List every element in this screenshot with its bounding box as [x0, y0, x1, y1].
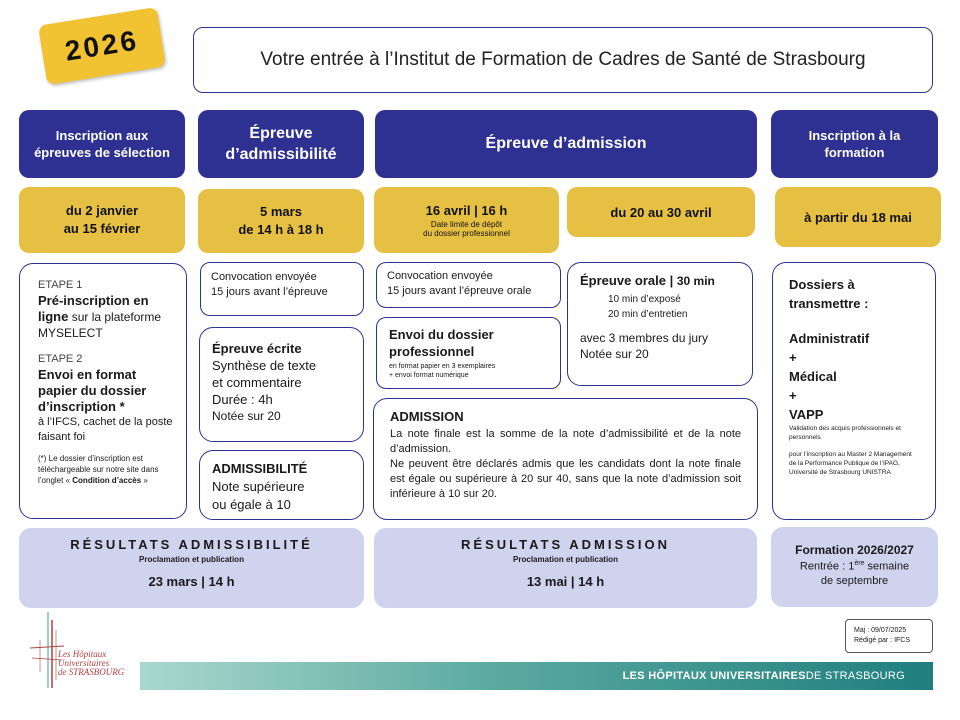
maj-box: Maj : 09/07/2025 Rédigé par : IFCS — [845, 619, 933, 653]
dossier-pro-sub2: + envoi format numérique — [389, 372, 469, 379]
rentree-sup: ère — [854, 560, 865, 567]
etape-note: (*) Le dossier d’inscription est télécha… — [38, 454, 159, 485]
date-depot: 16 avril | 16 h Date limite de dépôt du … — [374, 187, 559, 253]
resultats-admission-sub: Proclamation et publication — [513, 555, 618, 564]
formation-box: Formation 2026/2027 Rentrée : 1ère semai… — [771, 527, 938, 607]
epreuve-orale-duration: 30 min — [676, 274, 715, 288]
etapes-card: ETAPE 1 Pré-inscription en ligne sur la … — [19, 263, 187, 519]
oral-jury: avec 3 membres du jury — [580, 331, 709, 345]
rentree-post: semaine — [864, 560, 910, 573]
hus-logo: Les Hôpitaux Universitaires de STRASBOUR… — [26, 610, 126, 695]
rentree-text: Rentrée : 1 — [799, 560, 855, 573]
admissibilite-card: ADMISSIBILITÉ Note supérieure ou égale à… — [199, 450, 364, 520]
convocation-oral-line1: Convocation envoyée — [387, 270, 493, 282]
vapp-note: Validation des acquis professionnels et … — [789, 425, 901, 441]
dossier-item-plus-1: + — [789, 350, 797, 365]
epreuve-orale-title: Épreuve orale | — [580, 273, 674, 288]
convocation-admissibilite-line2: 15 jours avant l’épreuve — [211, 286, 328, 298]
header-admissibilite: Épreuve d’admissibilité — [198, 110, 364, 178]
etape2-text: à l’IFCS, cachet de la poste faisant foi — [38, 416, 173, 443]
date-inscription-line2: au 15 février — [63, 221, 141, 236]
oral-expose: 10 min d’exposé — [608, 294, 681, 305]
epreuve-ecrite-line2: et commentaire — [212, 375, 302, 390]
admissibilite-line1: Note supérieure — [212, 479, 305, 494]
admission-p1: La note finale est la somme de la note d… — [390, 428, 741, 455]
admission-title: ADMISSION — [390, 409, 464, 424]
oral-note: Notée sur 20 — [580, 347, 649, 361]
date-admissibilite-line2: de 14 h à 18 h — [238, 222, 324, 237]
logo-text-1: Les Hôpitaux — [58, 649, 107, 659]
convocation-oral-line2: 15 jours avant l’épreuve orale — [387, 285, 532, 297]
date-formation-text: à partir du 18 mai — [804, 209, 912, 225]
page-title: Votre entrée à l’Institut de Formation d… — [193, 27, 933, 93]
admission-p2: Ne peuvent être déclarés admis que les c… — [390, 458, 741, 500]
resultats-admissibilite-sub: Proclamation et publication — [139, 555, 244, 564]
dossiers-card: Dossiers à transmettre : Administratif +… — [772, 262, 936, 520]
footer-bold: LES HÔPITAUX UNIVERSITAIRES — [622, 670, 806, 682]
date-formation: à partir du 18 mai — [775, 187, 941, 247]
admission-card: ADMISSION La note finale est la somme de… — [373, 398, 758, 520]
dossier-pro-title: Envoi du dossier professionnel — [389, 327, 494, 359]
resultats-admissibilite-date: 23 mars | 14 h — [148, 574, 235, 589]
date-inscription: du 2 janvier au 15 février — [19, 187, 185, 253]
footer-bar: LES HÔPITAUX UNIVERSITAIRES DE STRASBOUR… — [140, 662, 933, 690]
resultats-admission: RÉSULTATS ADMISSION Proclamation et publ… — [374, 528, 757, 608]
date-depot-sub1: Date limite de dépôt — [430, 219, 503, 229]
etape1-text: sur la plateforme MYSELECT — [38, 310, 162, 340]
logo-text-2: Universitaires — [58, 658, 110, 668]
etape2-label: ETAPE 2 — [38, 353, 83, 365]
date-oral: du 20 au 30 avril — [567, 187, 755, 237]
date-inscription-line1: du 2 janvier — [65, 203, 139, 218]
etape2-title: Envoi en format papier du dossier d’insc… — [38, 367, 147, 414]
header-inscription-formation: Inscription à la formation — [771, 110, 938, 178]
convocation-oral: Convocation envoyée 15 jours avant l’épr… — [376, 262, 561, 308]
hus-logo-icon — [29, 612, 65, 688]
convocation-admissibilite: Convocation envoyée 15 jours avant l’épr… — [200, 262, 364, 316]
epreuve-ecrite-line3: Durée : 4h — [212, 392, 273, 407]
date-depot-main: 16 avril | 16 h — [425, 202, 508, 218]
dossier-item-medical: Médical — [789, 369, 837, 384]
date-depot-sub2: du dossier professionnel — [423, 228, 510, 238]
epreuve-ecrite-card: Épreuve écrite Synthèse de texte et comm… — [199, 327, 364, 442]
date-admissibilite-line1: 5 mars — [260, 204, 302, 219]
date-admissibilite: 5 mars de 14 h à 18 h — [198, 189, 364, 253]
oral-entretien: 20 min d’entretien — [608, 309, 688, 320]
rentree-line2: de septembre — [820, 574, 889, 587]
dossier-pro-card: Envoi du dossier professionnel en format… — [376, 317, 561, 389]
epreuve-ecrite-line1: Synthèse de texte — [212, 358, 317, 373]
header-inscription-epreuves: Inscription aux épreuves de sélection — [19, 110, 185, 178]
header-admission: Épreuve d’admission — [375, 110, 757, 178]
dossier-item-plus-2: + — [789, 388, 797, 403]
epreuve-orale-card: Épreuve orale | 30 min 10 min d’exposé 2… — [567, 262, 753, 386]
resultats-admissibilite: RÉSULTATS ADMISSIBILITÉ Proclamation et … — [19, 528, 364, 608]
resultats-admissibilite-title: RÉSULTATS ADMISSIBILITÉ — [70, 537, 313, 552]
convocation-admissibilite-line1: Convocation envoyée — [211, 271, 317, 283]
logo-text-3: de STRASBOURG — [58, 667, 125, 677]
maj-line1: Maj : 09/07/2025 — [854, 627, 907, 634]
condition-acces-link[interactable]: Condition d’accès — [72, 476, 142, 485]
master-note: pour l’inscription au Master 2 Managemen… — [789, 451, 912, 476]
admissibilite-title: ADMISSIBILITÉ — [212, 461, 308, 476]
etape1-label: ETAPE 1 — [38, 279, 83, 291]
dossier-item-vapp: VAPP — [789, 407, 824, 422]
admissibilite-line2: ou égale à 10 — [212, 497, 291, 512]
date-oral-text: du 20 au 30 avril — [610, 204, 712, 220]
dossiers-title: Dossiers à transmettre : — [789, 277, 869, 311]
formation-title: Formation 2026/2027 — [795, 543, 914, 557]
epreuve-ecrite-line4: Notée sur 20 — [212, 409, 281, 423]
etape-note-end: » — [143, 476, 148, 485]
resultats-admission-title: RÉSULTATS ADMISSION — [461, 537, 670, 552]
dossier-item-administratif: Administratif — [789, 331, 870, 346]
footer-rest: DE STRASBOURG — [805, 670, 905, 682]
etape1-title: Pré-inscription en ligne — [38, 293, 149, 324]
dossier-pro-sub1: en format papier en 3 exemplaires — [389, 363, 496, 370]
year-badge: 2026 — [38, 6, 166, 86]
epreuve-ecrite-title: Épreuve écrite — [212, 341, 302, 356]
resultats-admission-date: 13 mai | 14 h — [526, 574, 605, 589]
maj-line2: Rédigé par : IFCS — [854, 637, 911, 644]
